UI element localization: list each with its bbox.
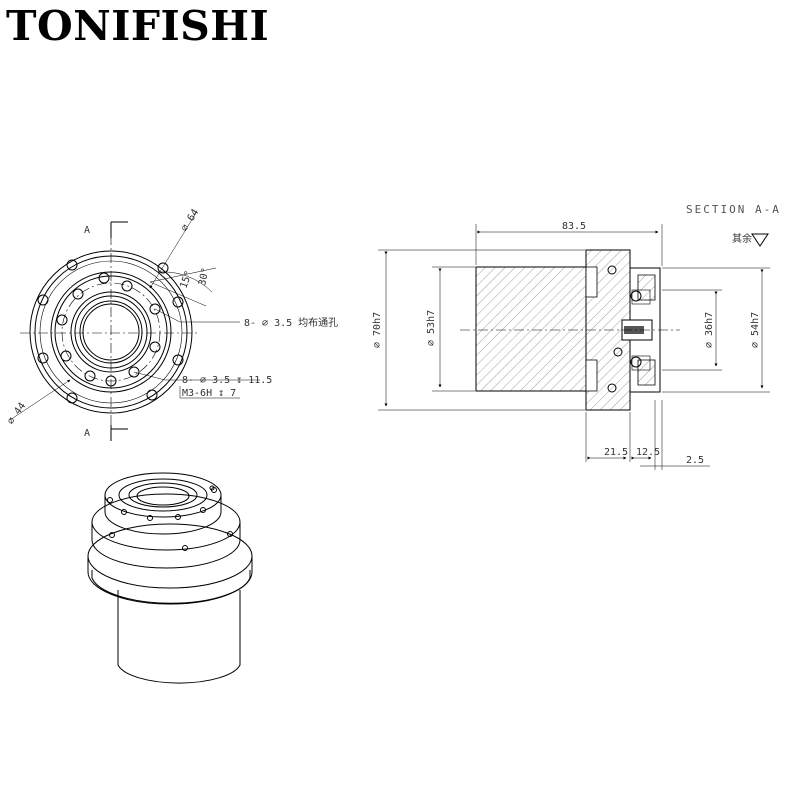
section-view: SECTION A-A 其余 83.5 ∅ 70h7: [372, 203, 781, 470]
angle-30: 30°: [197, 267, 212, 287]
section-title: SECTION A-A: [686, 203, 781, 216]
section-marker-top: A: [84, 225, 90, 236]
outer-bolt-holes: [37, 259, 184, 404]
brand-logo-text: TONIFISHI: [6, 2, 270, 50]
dim-overall-length: 83.5: [562, 221, 586, 232]
dim-diameter-70: ∅ 70h7: [372, 312, 383, 348]
dim-12-5: 12.5: [636, 447, 660, 458]
dim-diameter-36: ∅ 36h7: [704, 312, 715, 348]
front-view: A A ∅ 64 ∅ 44 30° 15° 8- ∅ 3.5 均布通孔 8- ∅…: [5, 207, 338, 441]
hole-note-through: 8- ∅ 3.5 均布通孔: [244, 317, 338, 329]
dim-2-5: 2.5: [686, 455, 704, 466]
isometric-view: [87, 472, 253, 684]
roughness-note: 其余: [732, 232, 752, 245]
inner-bolt-holes: [56, 272, 161, 387]
dim-outer-diameter: ∅ 64: [179, 207, 201, 233]
dim-diameter-53: ∅ 53h7: [426, 310, 437, 346]
dim-21-5: 21.5: [604, 447, 628, 458]
iso-bolt-holes: [107, 485, 233, 551]
dim-diameter-54: ∅ 54h7: [750, 312, 761, 348]
section-marker-bottom: A: [84, 428, 90, 439]
dim-inner-diameter: ∅ 44: [5, 401, 28, 427]
angle-15: 15°: [178, 269, 195, 290]
thread-note: M3-6H ↧ 7: [182, 388, 236, 399]
hole-note-counterbore: 8- ∅ 3.5 ↧ 11.5: [182, 375, 272, 386]
